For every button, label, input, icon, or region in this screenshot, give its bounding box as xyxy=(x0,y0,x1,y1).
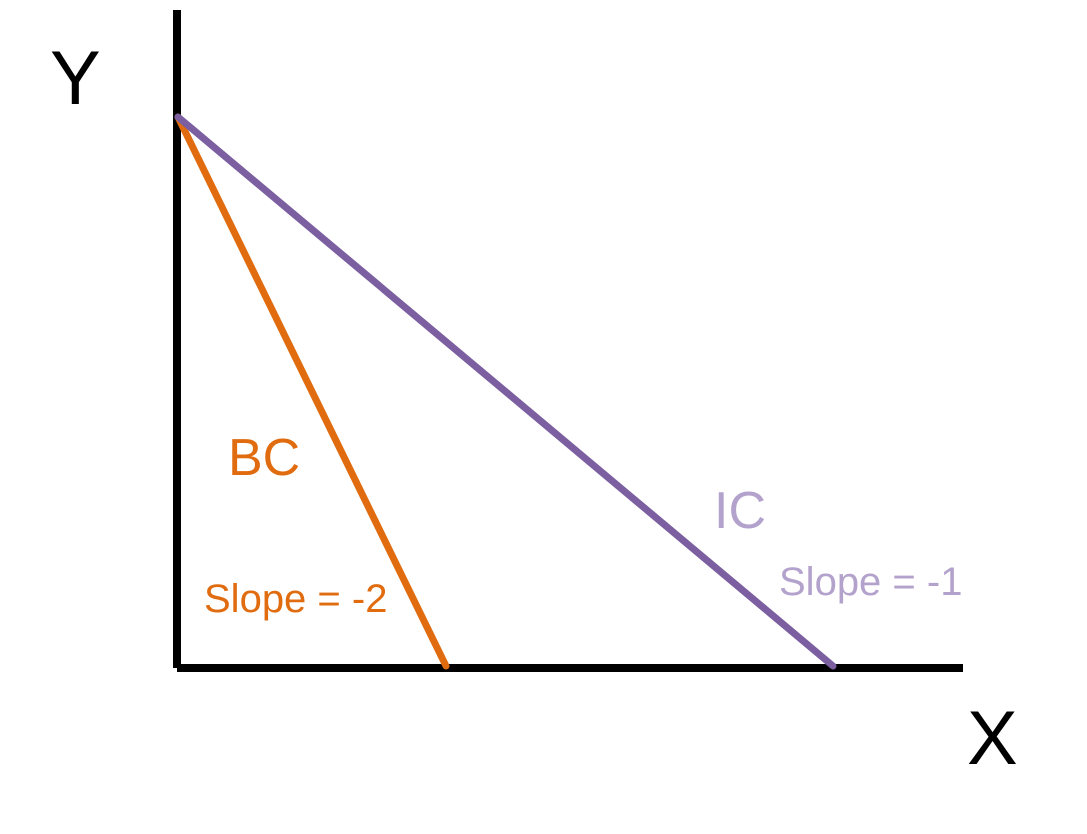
ic-line xyxy=(174,113,837,670)
bc-line xyxy=(174,113,450,670)
ic-slope-label: Slope = -1 xyxy=(779,560,962,604)
bc-label: BC xyxy=(228,429,300,487)
bc-slope-label: Slope = -2 xyxy=(204,577,387,621)
x-axis-label: X xyxy=(967,696,1018,781)
ic-label: IC xyxy=(714,482,766,540)
y-axis-label: Y xyxy=(50,36,101,121)
